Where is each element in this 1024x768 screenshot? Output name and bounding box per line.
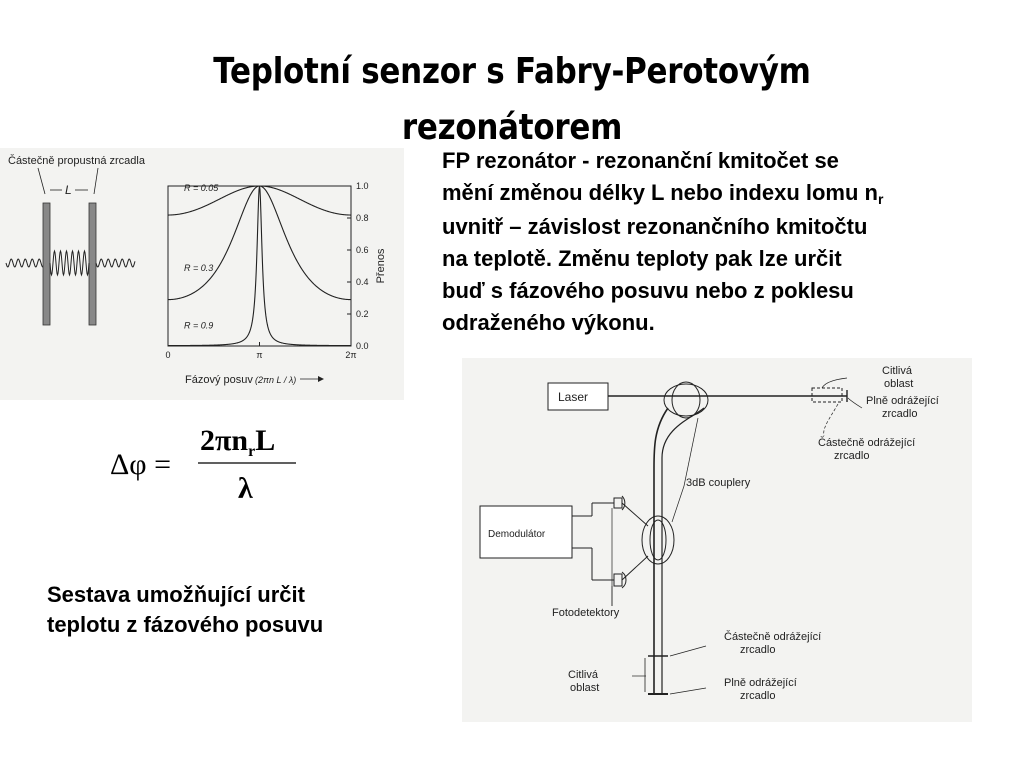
y-tick-label: 0.8 (356, 213, 369, 223)
input-wave (5, 258, 43, 268)
x-axis-ticks: 0 π 2π (165, 342, 357, 360)
y-tick-label: 1.0 (356, 181, 369, 191)
formula-lhs: Δφ = (110, 448, 171, 481)
cavity-wave (49, 249, 90, 277)
couplers-label: 3dB couplery (686, 477, 751, 489)
transmission-curve-series (168, 185, 351, 301)
mirrors-label: Částečně propustná zrcadla (8, 154, 146, 167)
fp-resonator-figure: Částečně propustná zrcadla L 0.00.20.40.… (5, 154, 387, 386)
y-tick-label: 0.0 (356, 341, 369, 351)
refractive-index-subscript: r (877, 191, 884, 207)
formula-denominator: λ (238, 472, 253, 505)
x-axis-label-formula: (2πn L / λ) (255, 375, 296, 385)
setup-caption: Sestava umožňující určit teplotu z fázov… (47, 580, 427, 640)
laser-label: Laser (558, 390, 588, 404)
description-line: mění změnou délky L nebo indexu lomu nr (442, 177, 1017, 211)
caption-line: teplotu z fázového posuvu (47, 612, 324, 637)
laser-box (547, 382, 609, 411)
y-tick-label: 0.6 (356, 245, 369, 255)
demodulator-label: Demodulátor (488, 529, 546, 540)
caption-line: Sestava umožňující určit (47, 582, 305, 607)
x-axis-label: Fázový posuv (185, 374, 253, 386)
series-labels: R = 0.05 R = 0.3 R = 0.9 (184, 183, 219, 331)
middle-coupler-icon (641, 515, 675, 565)
formula-numerator-sub: r (248, 443, 255, 460)
description-line: uvnitř – závislost rezonančního kmitočtu (442, 214, 868, 239)
page-title: Teplotní senzor s Fabry-Perotovým rezoná… (213, 51, 811, 148)
y-axis-ticks: 0.0 0.2 0.4 0.6 0.8 1.0 (347, 181, 369, 351)
description-line: buď s fázového posuvu nebo z poklesu (442, 278, 854, 303)
y-axis-label: Přenos (375, 248, 387, 283)
x-tick-label: 0 (165, 350, 170, 360)
fp-figure-background (0, 148, 404, 400)
photodetector-bottom-icon (613, 573, 623, 587)
demodulator-box (479, 505, 573, 559)
description-line: odraženého výkonu. (442, 310, 655, 335)
left-mirror (42, 202, 51, 326)
transmission-curve-series (168, 185, 351, 347)
formula-numerator-main: 2πn (200, 424, 248, 457)
formula-numerator-post: L (255, 424, 275, 457)
length-label: L (65, 183, 72, 197)
right-mirror (88, 202, 97, 326)
setup-diagram: Laser Demodulátor 3dB couplery Fotodetek… (479, 365, 939, 702)
top-sensitive-region (811, 387, 843, 403)
phase-formula: Δφ = 2πnrL λ (110, 424, 296, 505)
y-tick-label: 0.4 (356, 277, 369, 287)
y-tick-label: 0.2 (356, 309, 369, 319)
transmission-curves (168, 185, 351, 347)
x-tick-label: π (256, 350, 262, 360)
photodetector-top-icon (613, 497, 623, 509)
photodetectors-label: Fotodetektory (552, 607, 620, 619)
series-label: R = 0.9 (184, 320, 213, 330)
description-line: na teplotě. Změnu teploty pak lze určit (442, 246, 842, 271)
series-label: R = 0.3 (184, 263, 213, 273)
description-line: FP rezonátor - rezonanční kmitočet se (442, 148, 839, 173)
series-label: R = 0.05 (184, 183, 219, 193)
description-line-text: mění změnou délky L nebo indexu lomu n (442, 180, 878, 205)
x-tick-label: 2π (345, 350, 356, 360)
description-text: FP rezonátor - rezonanční kmitočet se mě… (442, 145, 1017, 339)
formula-numerator: 2πnrL (200, 424, 275, 460)
output-wave (95, 258, 136, 268)
top-coupler-icon (663, 383, 709, 417)
